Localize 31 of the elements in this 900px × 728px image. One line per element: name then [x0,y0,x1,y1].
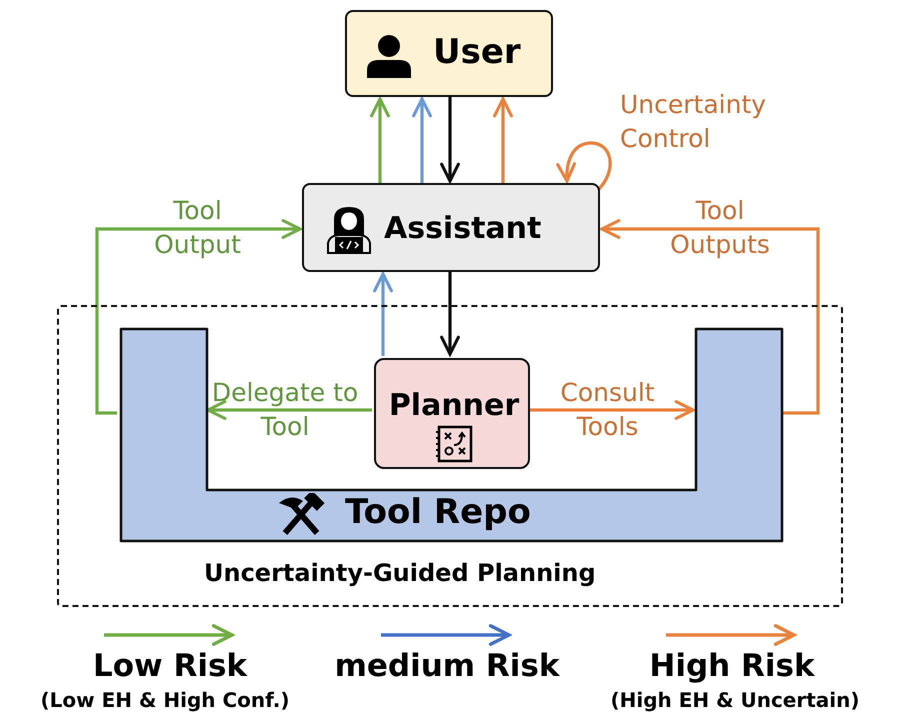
arrow [440,97,460,183]
edge-label: Uncertainty Control [620,89,768,155]
planner-box [374,358,530,469]
assistant-label: Assistant [384,211,542,246]
region-title: Uncertainty-Guided Planning [204,559,596,587]
edge-label: Consult Tools [559,377,656,443]
user-label: User [433,32,521,72]
arrow [600,219,820,415]
legend-label: medium Risk [334,648,561,684]
planning-region [57,305,843,607]
arrow [206,400,372,420]
planner-label: Planner [388,388,520,423]
edge-label: Tool Output [153,195,242,261]
legend-label: High Risk [648,648,816,684]
arrow [95,219,302,415]
arrow [440,272,460,356]
arrow [556,141,612,192]
arrow [493,97,513,183]
tool-repo-shape [119,325,785,545]
user-box [345,10,553,97]
legend-note: (High EH & Uncertain) [609,688,861,712]
edge-label: Tool Outputs [669,195,771,261]
legend-label: Low Risk [92,648,248,684]
assistant-box [302,183,600,272]
arrow [528,400,695,420]
arrow [412,97,432,183]
arrow [370,97,390,183]
tool-repo-label: Tool Repo [345,492,531,532]
arrow [373,272,393,356]
edge-label: Delegate to Tool [210,377,360,443]
legend-note: (Low EH & High Conf.) [40,688,290,712]
